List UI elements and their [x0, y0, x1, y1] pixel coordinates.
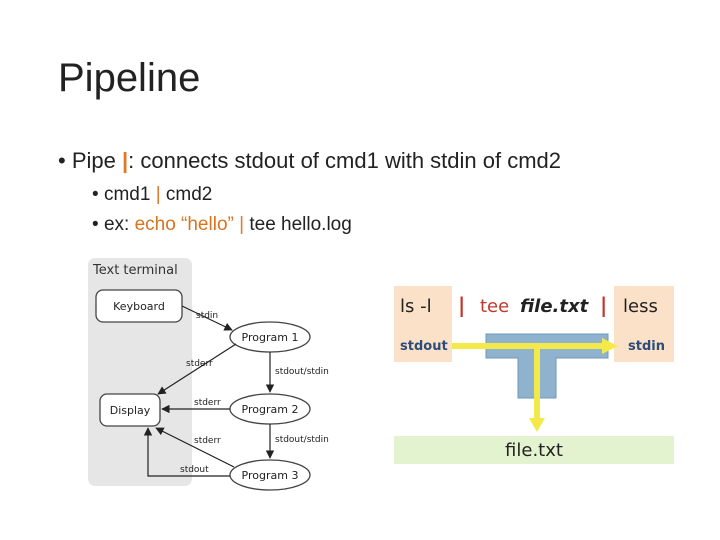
- bullet-marker: •: [58, 148, 66, 173]
- example-command: echo “hello”: [134, 214, 234, 235]
- terminal-title: Text terminal: [92, 263, 178, 278]
- sub-bullet-pre: ex:: [103, 214, 135, 235]
- tee-command: tee: [480, 296, 509, 317]
- tee-pipeline-diagram: ls -l | tee file.txt | less stdout stdin…: [394, 286, 674, 464]
- pipe1-symbol: |: [458, 293, 465, 317]
- stdout-tag: stdout: [400, 339, 448, 354]
- sub-bullet-marker: •: [92, 184, 99, 205]
- flow-arrow-down: [529, 418, 545, 432]
- stderr1-label: stderr: [186, 359, 213, 369]
- stderr1-arrow: [157, 343, 237, 395]
- pipe-symbol: |: [121, 148, 129, 173]
- sub-bullet-marker: •: [92, 214, 99, 235]
- bullet-text-pre: Pipe: [71, 148, 122, 173]
- slide-title: Pipeline: [58, 56, 201, 100]
- stdin-arrow: [181, 305, 233, 331]
- stderr3-arrow: [155, 427, 235, 468]
- display-box: [99, 393, 161, 427]
- stdout-label: stdout: [180, 465, 209, 475]
- pipe-symbol: |: [155, 184, 161, 205]
- program3-label: Program 3: [242, 469, 299, 482]
- flow-arrow-right: [602, 338, 618, 354]
- tee-file-arg: file.txt: [520, 296, 590, 317]
- keyboard-label: Keyboard: [113, 300, 165, 313]
- stdin-label: stdin: [196, 311, 218, 321]
- example-tee: tee hello.log: [249, 214, 352, 235]
- stdout-stdin1-label: stdout/stdin: [275, 367, 329, 377]
- sub-bullet-post: cmd2: [160, 184, 213, 205]
- program3-node: [229, 459, 311, 491]
- sub-bullet-2: • ex: echo “hello” | tee hello.log: [92, 214, 352, 236]
- terminal-pipeline-diagram: Text terminal Keyboard Display Program 1…: [88, 258, 329, 491]
- program1-label: Program 1: [242, 331, 299, 344]
- ls-box: [394, 286, 452, 362]
- pipe2-symbol: |: [600, 293, 607, 317]
- file-label: file.txt: [505, 440, 563, 461]
- program2-label: Program 2: [242, 403, 299, 416]
- stderr3-label: stderr: [194, 436, 221, 446]
- less-box: [614, 286, 674, 362]
- sub-bullet-pre: cmd1: [103, 184, 156, 205]
- pipe-symbol: |: [233, 214, 250, 235]
- bullet-main: • Pipe |: connects stdout of cmd1 with s…: [58, 148, 561, 174]
- less-command: less: [623, 296, 658, 317]
- stdout-arrow: [143, 427, 230, 477]
- bullet-text-post: : connects stdout of cmd1 with stdin of …: [128, 148, 562, 173]
- display-label: Display: [110, 404, 151, 417]
- ls-command: ls -l: [400, 296, 432, 317]
- stderr2-label: stderr: [194, 398, 221, 408]
- sub-bullet-1: • cmd1 | cmd2: [92, 184, 212, 206]
- file-box: [394, 436, 674, 464]
- stdout-stdin2-label: stdout/stdin: [275, 435, 329, 445]
- stdin-tag: stdin: [628, 339, 665, 354]
